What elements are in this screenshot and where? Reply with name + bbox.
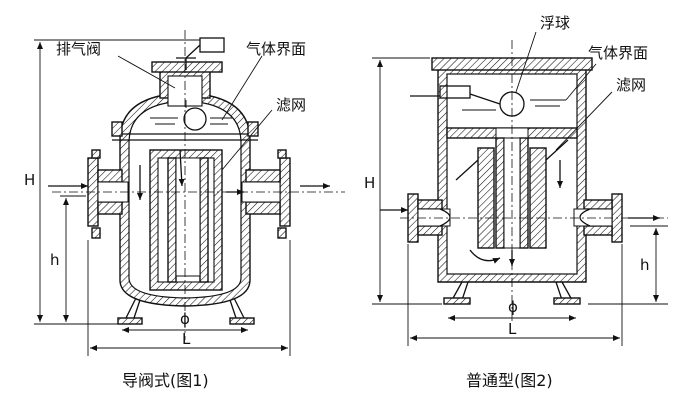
fig1-dim-phi-label: ϕ [180,310,190,328]
fig1-label-gas-interface: 气体界面 [221,40,306,121]
fig1-label-filter-mesh: 滤网 [221,96,306,171]
fig2-dimension-h: h [588,225,668,305]
fig2-support-legs [443,281,581,305]
fig1-dim-L-label: L [182,330,191,348]
fig1-vent-valve [151,37,225,73]
figure2-standard-type: H h ϕ L 浮球 气体界面 滤网 [364,14,668,390]
fig1-dim-H-label: H [24,171,35,189]
fig2-float-ball-label: 浮球 [540,14,570,32]
fig1-caption: 导阀式(图1) [122,371,209,390]
fig1-gas-interface [150,100,232,131]
fig2-dim-h-label: h [640,256,650,274]
fig2-filter-basket [455,137,569,249]
fig1-filter-mesh-label: 滤网 [276,96,306,114]
fig2-dim-H-label: H [364,174,375,192]
fig1-flow-arrows [48,149,330,200]
fig2-dimension-phi: ϕ [448,298,576,321]
fig2-dim-phi-label: ϕ [508,298,518,316]
fig1-dimension-h: h [50,195,86,322]
fig1-dim-h-label: h [50,251,60,269]
fig1-dimension-H: H [24,39,200,325]
fig2-label-gas-interface: 气体界面 [565,44,648,101]
fig1-dimension-phi: ϕ [122,310,248,333]
fig1-vent-valve-label: 排气阀 [56,40,101,58]
fig2-dimension-H: H [364,57,442,305]
fig2-filter-mesh-label: 滤网 [616,76,646,94]
figure1-pilot-type: H h ϕ L 排气阀 气体界面 滤网 导阀式(图 [24,30,345,390]
fig1-gas-interface-label: 气体界面 [246,40,306,58]
fig2-dim-L-label: L [508,320,517,338]
fig1-support-legs [117,297,255,325]
fig1-label-vent-valve: 排气阀 [56,40,176,89]
fig2-caption: 普通型(图2) [466,371,553,390]
fig1-dimension-L: L [87,240,291,356]
fig1-filter-basket [149,149,223,291]
fig2-label-float-ball: 浮球 [515,14,570,93]
fig2-label-filter-mesh: 滤网 [555,76,646,151]
fig2-dimension-L: L [407,244,623,346]
fig2-gas-interface-label: 气体界面 [588,44,648,62]
